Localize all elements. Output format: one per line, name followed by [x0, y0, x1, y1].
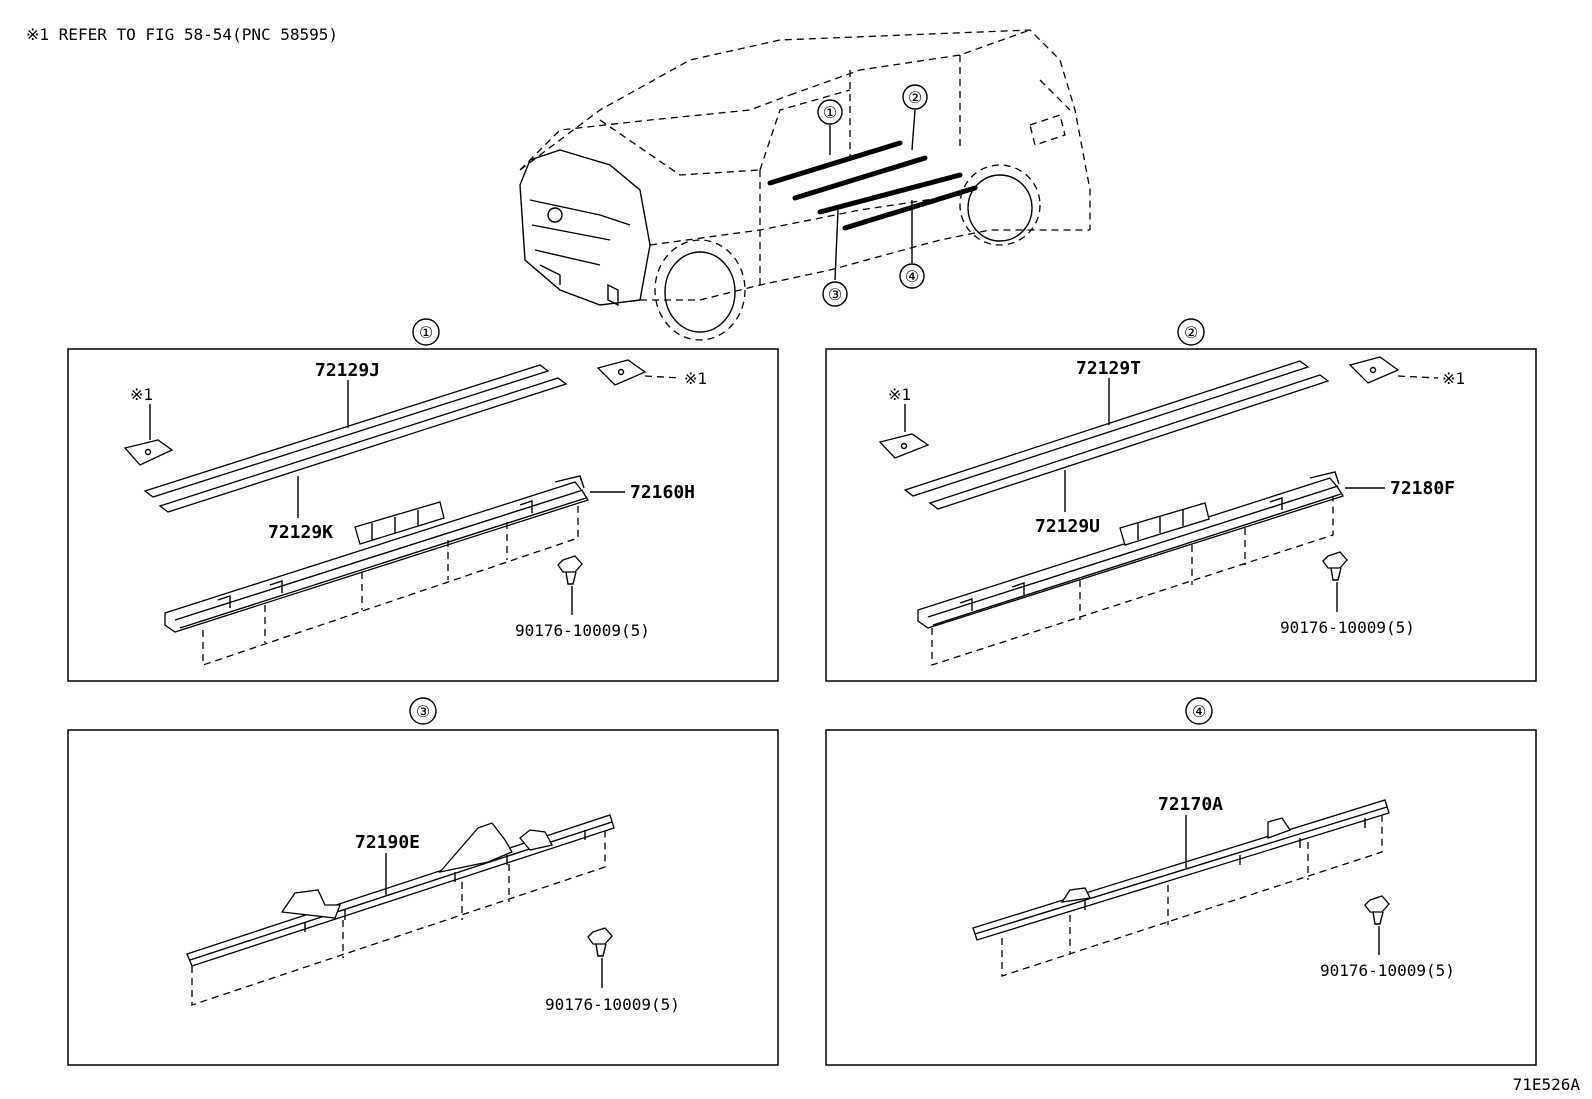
panel-1: ① ※1 ※1 72129J 72129K 72160H [67, 318, 779, 682]
header-note: ※1 REFER TO FIG 58-54(PNC 58595) [26, 25, 338, 44]
panel-1-tape-lower [158, 377, 568, 513]
panel-1-part-72160H: 72160H [630, 482, 695, 503]
panel-1-frame [67, 348, 779, 682]
panel-3-part-clip: 90176-10009(5) [545, 995, 680, 1014]
panel-2-id: ② [1184, 323, 1198, 342]
panel-4-id: ④ [1192, 702, 1206, 721]
panel-1-clip-pad-left [123, 439, 174, 466]
figure-code: 71E526A [1513, 1075, 1581, 1094]
panel-2-frame [825, 348, 1537, 682]
panel-2-part-72180F: 72180F [1390, 478, 1455, 499]
panel-2-part-72129T: 72129T [1076, 358, 1141, 379]
vehicle-callout-3: ③ [828, 285, 842, 304]
panel-1-tape-upper [143, 364, 550, 498]
vehicle-illustration: ① ② ③ ④ [519, 29, 1091, 341]
panel-2-clip-pad-right [1348, 356, 1400, 384]
panel-2-ref-mark-right: ※1 [1442, 369, 1465, 388]
panel-1-ref-mark-right: ※1 [684, 369, 707, 388]
panel-3-clip [587, 927, 613, 945]
vehicle-callout-1: ① [823, 103, 837, 122]
panel-4-frame [825, 729, 1537, 1066]
panel-1-clip [557, 555, 583, 573]
panel-1-clip-pad-right [596, 359, 647, 386]
panel-1-part-72129K: 72129K [268, 522, 333, 543]
panel-4-clip [1364, 895, 1390, 913]
panel-2: ② ※1 ※1 72129T 72129U 72180F 90176-10009… [825, 318, 1537, 682]
panel-1-ref-mark-left: ※1 [130, 385, 153, 404]
panel-1-rail [164, 481, 589, 633]
panel-2-tape-lower [928, 374, 1330, 510]
panel-1-part-72129J: 72129J [315, 360, 380, 381]
panel-2-clip-pad-left [878, 433, 930, 459]
panel-4-part-72170A: 72170A [1158, 794, 1223, 815]
panel-2-part-72129U: 72129U [1035, 516, 1100, 537]
panel-4: ④ 72170A 90176-10009(5) [825, 697, 1537, 1066]
panel-4-part-clip: 90176-10009(5) [1320, 961, 1455, 980]
vehicle-callout-2: ② [908, 88, 922, 107]
panel-3-frame [67, 729, 779, 1066]
panel-3-id: ③ [416, 702, 430, 721]
panel-2-ref-mark-left: ※1 [888, 385, 911, 404]
panel-3: ③ 72190E 90176-10009(5) [67, 697, 779, 1066]
panel-2-clip [1322, 551, 1348, 569]
panel-1-id: ① [419, 323, 433, 342]
panel-1-part-clip: 90176-10009(5) [515, 621, 650, 640]
vehicle-callout-4: ④ [905, 267, 919, 286]
panel-2-tape-upper [903, 360, 1310, 497]
panel-3-part-72190E: 72190E [355, 832, 420, 853]
panel-2-part-clip: 90176-10009(5) [1280, 618, 1415, 637]
